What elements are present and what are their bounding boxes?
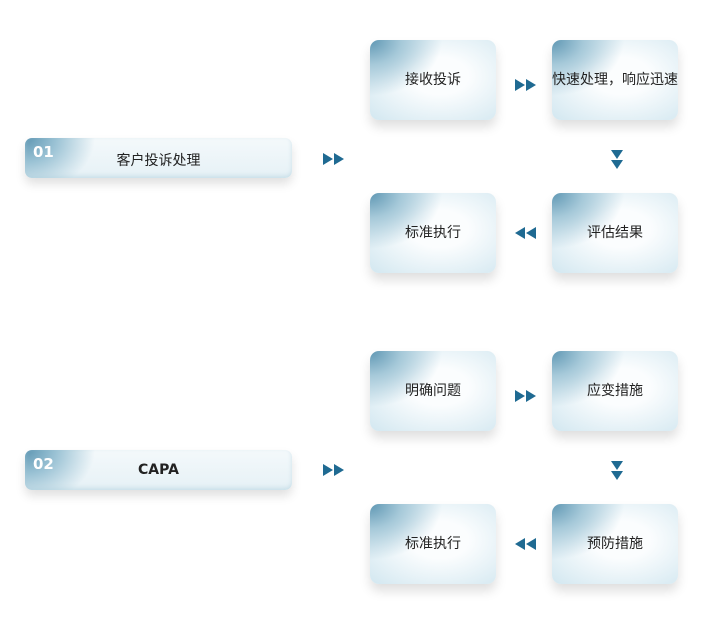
- step-box: 明确问题: [370, 351, 496, 431]
- step-box: 应变措施: [552, 351, 678, 431]
- arrow-left-icon: [515, 538, 536, 550]
- step-box: 预防措施: [552, 504, 678, 584]
- step-box: 标准执行: [370, 193, 496, 273]
- group-title: CAPA: [138, 462, 179, 478]
- arrow-down-icon: [611, 461, 623, 480]
- group-header: 02 CAPA: [25, 450, 292, 490]
- arrow-down-icon: [611, 150, 623, 169]
- step-box: 接收投诉: [370, 40, 496, 120]
- arrow-right-icon: [323, 464, 344, 476]
- arrow-left-icon: [515, 227, 536, 239]
- arrow-right-icon: [323, 153, 344, 165]
- arrow-right-icon: [515, 79, 536, 91]
- group-number: 02: [33, 455, 54, 473]
- step-box: 标准执行: [370, 504, 496, 584]
- arrow-right-icon: [515, 390, 536, 402]
- step-box: 评估结果: [552, 193, 678, 273]
- group-number: 01: [33, 143, 54, 161]
- step-box: 快速处理，响应迅速: [552, 40, 678, 120]
- group-header: 01 客户投诉处理: [25, 138, 292, 178]
- group-title: 客户投诉处理: [116, 153, 201, 169]
